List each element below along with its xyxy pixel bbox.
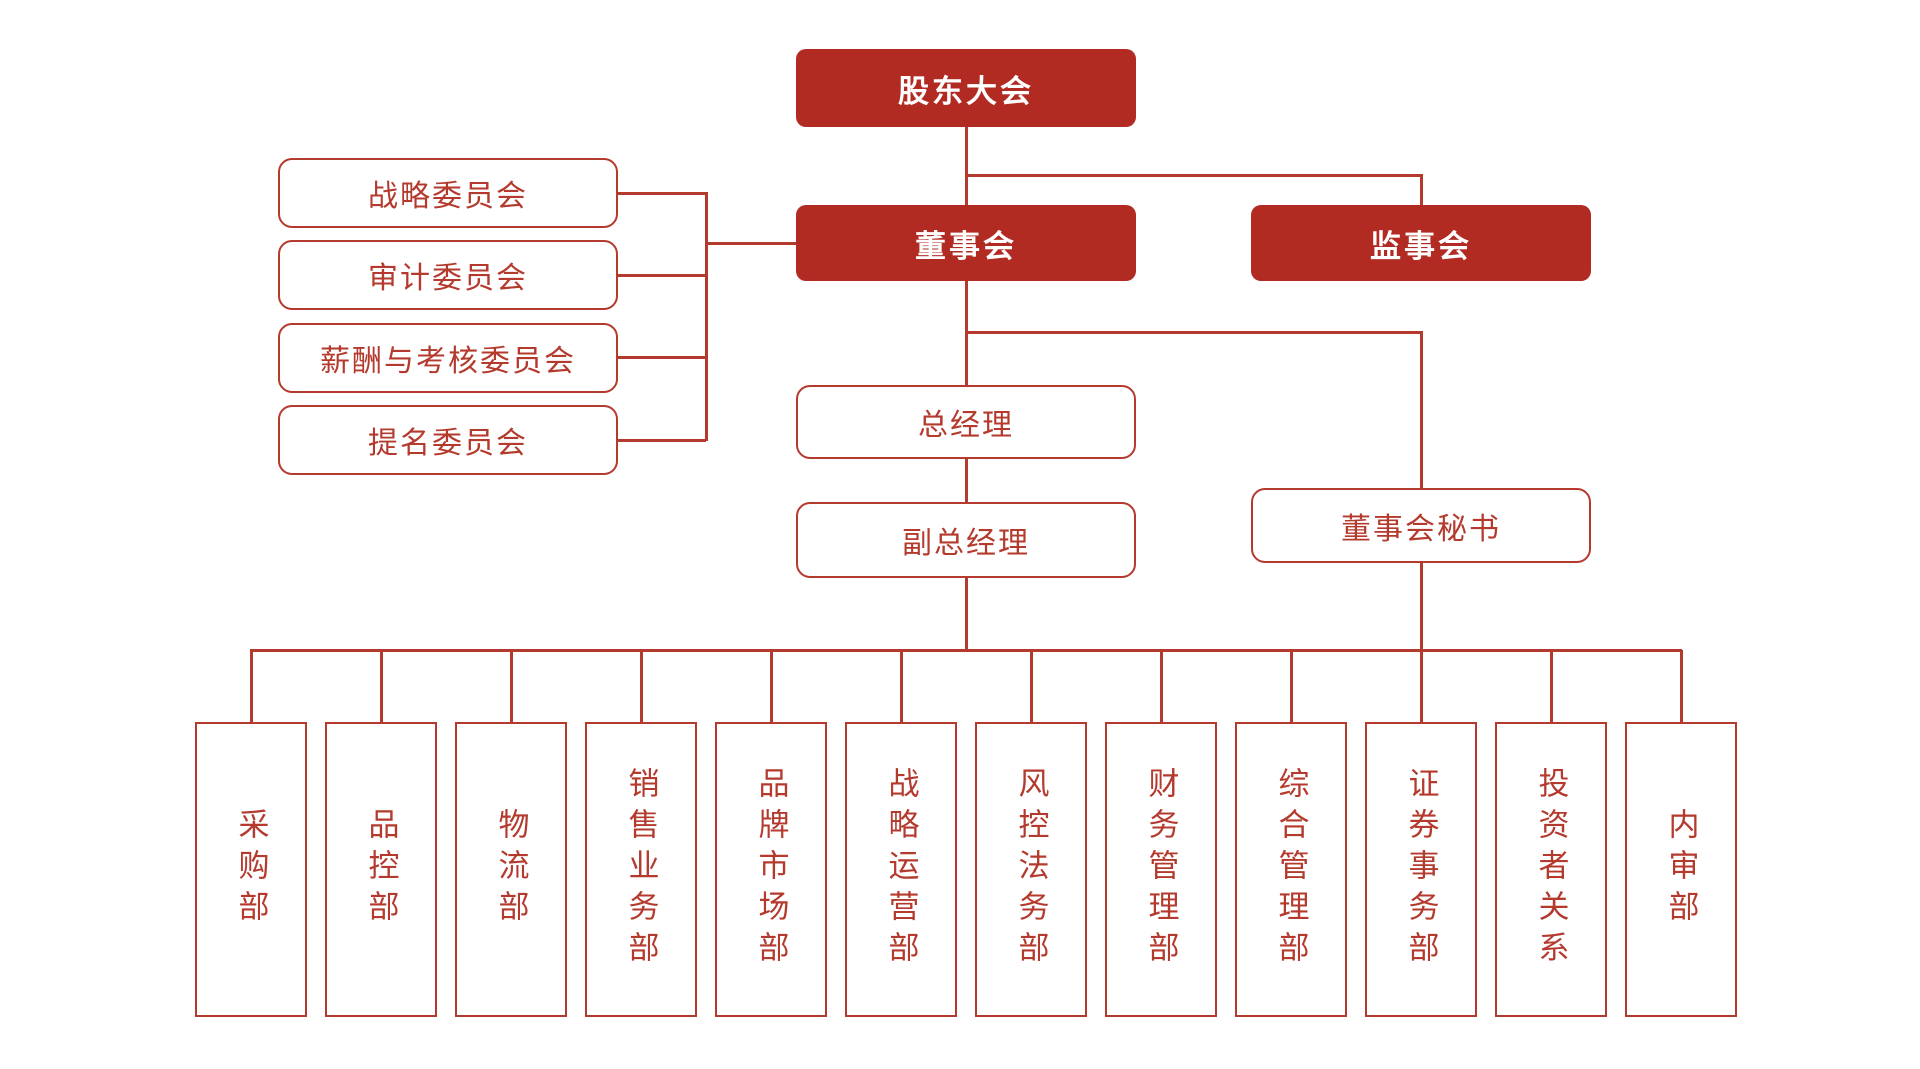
dept-label: 风控法务部 bbox=[1012, 767, 1049, 972]
dept-label: 综合管理部 bbox=[1272, 767, 1309, 972]
node-general-manager: 总经理 bbox=[796, 385, 1136, 459]
connector-shareholders-to-board bbox=[965, 127, 968, 205]
connector-committees-to-board bbox=[705, 242, 796, 245]
connector-drop-risk-legal bbox=[1030, 650, 1033, 722]
node-board-secretary: 董事会秘书 bbox=[1251, 488, 1591, 563]
connector-down-to-secretary bbox=[1420, 331, 1423, 488]
node-dept-sales-business: 销售业务部 bbox=[585, 722, 697, 1017]
node-dept-procurement: 采购部 bbox=[195, 722, 307, 1017]
node-board-of-directors: 董事会 bbox=[796, 205, 1136, 281]
node-dept-risk-legal: 风控法务部 bbox=[975, 722, 1087, 1017]
connector-committee-spine bbox=[705, 192, 708, 441]
connector-branch-to-secretary bbox=[965, 331, 1423, 334]
dept-label: 投资者关系 bbox=[1532, 767, 1569, 972]
node-dept-internal-audit: 内审部 bbox=[1625, 722, 1737, 1017]
node-dept-finance-management: 财务管理部 bbox=[1105, 722, 1217, 1017]
connector-gm-to-deputy-gm bbox=[965, 459, 968, 502]
connector-drop-brand-marketing bbox=[770, 650, 773, 722]
connector-stub-nomination-committee bbox=[618, 439, 706, 442]
dept-label: 品牌市场部 bbox=[752, 767, 789, 972]
connector-department-bus bbox=[250, 649, 1682, 652]
node-audit-committee: 审计委员会 bbox=[278, 240, 618, 310]
connector-deputy-gm-to-bus bbox=[965, 578, 968, 651]
connector-drop-finance-management bbox=[1160, 650, 1163, 722]
node-remuneration-assessment-committee: 薪酬与考核委员会 bbox=[278, 323, 618, 393]
node-dept-investor-relations: 投资者关系 bbox=[1495, 722, 1607, 1017]
connector-stub-audit-committee bbox=[618, 274, 706, 277]
node-dept-logistics: 物流部 bbox=[455, 722, 567, 1017]
node-shareholders-meeting: 股东大会 bbox=[796, 49, 1136, 127]
connector-branch-to-supervisory bbox=[965, 174, 1423, 177]
node-dept-brand-marketing: 品牌市场部 bbox=[715, 722, 827, 1017]
dept-label: 销售业务部 bbox=[622, 767, 659, 972]
connector-drop-general-management bbox=[1290, 650, 1293, 722]
node-nomination-committee: 提名委员会 bbox=[278, 405, 618, 475]
connector-drop-securities-affairs bbox=[1420, 650, 1423, 722]
connector-drop-internal-audit bbox=[1680, 650, 1683, 722]
connector-drop-logistics bbox=[510, 650, 513, 722]
node-dept-strategy-operations: 战略运营部 bbox=[845, 722, 957, 1017]
node-strategy-committee: 战略委员会 bbox=[278, 158, 618, 228]
dept-label: 内审部 bbox=[1662, 808, 1699, 931]
node-dept-general-management: 综合管理部 bbox=[1235, 722, 1347, 1017]
dept-label: 物流部 bbox=[492, 808, 529, 931]
node-dept-securities-affairs: 证券事务部 bbox=[1365, 722, 1477, 1017]
dept-label: 品控部 bbox=[362, 808, 399, 931]
dept-label: 财务管理部 bbox=[1142, 767, 1179, 972]
node-supervisory-board: 监事会 bbox=[1251, 205, 1591, 281]
connector-drop-quality-control bbox=[380, 650, 383, 722]
connector-drop-sales-business bbox=[640, 650, 643, 722]
connector-down-to-supervisory bbox=[1420, 174, 1423, 205]
connector-stub-strategy-committee bbox=[618, 192, 706, 195]
connector-drop-investor-relations bbox=[1550, 650, 1553, 722]
dept-label: 证券事务部 bbox=[1402, 767, 1439, 972]
connector-drop-procurement bbox=[250, 650, 253, 722]
connector-stub-remuneration-committee bbox=[618, 356, 706, 359]
node-deputy-general-manager: 副总经理 bbox=[796, 502, 1136, 578]
node-dept-quality-control: 品控部 bbox=[325, 722, 437, 1017]
connector-drop-strategy-operations bbox=[900, 650, 903, 722]
dept-label: 采购部 bbox=[232, 808, 269, 931]
dept-label: 战略运营部 bbox=[882, 767, 919, 972]
connector-secretary-to-bus bbox=[1420, 563, 1423, 650]
